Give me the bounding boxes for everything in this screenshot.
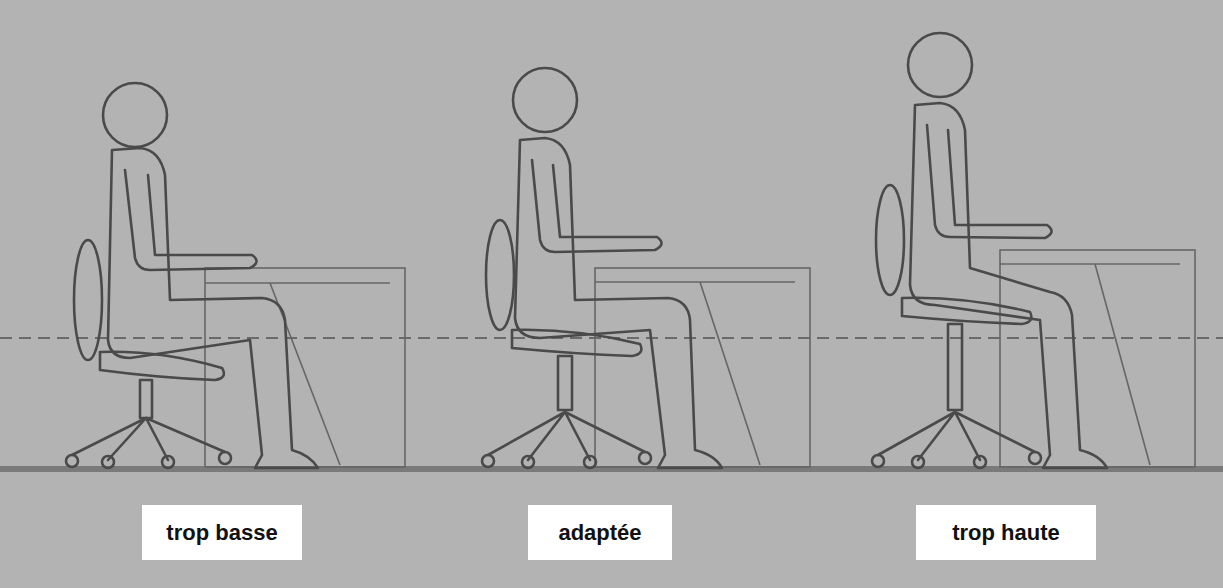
label-box: adaptée bbox=[528, 505, 672, 560]
label-box: trop basse bbox=[142, 505, 302, 560]
label-text: adaptée bbox=[558, 520, 641, 546]
chair-backrest bbox=[74, 240, 102, 360]
chair-column bbox=[140, 380, 152, 418]
chair-caster bbox=[66, 455, 78, 467]
chair-backrest bbox=[486, 220, 514, 330]
chair bbox=[872, 185, 1041, 468]
chair-column bbox=[948, 324, 962, 410]
fitted-chair-figure bbox=[482, 68, 810, 468]
chair-caster bbox=[219, 452, 231, 464]
person-body bbox=[910, 103, 1107, 468]
desk-edge bbox=[1000, 263, 1180, 265]
desk-edge bbox=[595, 281, 795, 283]
label-text: trop basse bbox=[166, 520, 277, 546]
person bbox=[908, 33, 1107, 468]
chair-base bbox=[488, 412, 645, 460]
label-box: trop haute bbox=[916, 505, 1096, 560]
chair-caster bbox=[162, 456, 174, 468]
chair-base bbox=[72, 418, 225, 460]
person-head bbox=[908, 33, 972, 97]
high-chair-figure bbox=[872, 33, 1195, 468]
desk-panel bbox=[700, 282, 760, 465]
chair-caster bbox=[482, 455, 494, 467]
chair-caster bbox=[102, 456, 114, 468]
chair-caster bbox=[974, 456, 986, 468]
person-body bbox=[515, 138, 722, 468]
chair-backrest bbox=[876, 185, 904, 295]
person-body bbox=[108, 148, 318, 468]
person-head bbox=[513, 68, 577, 132]
chair-caster bbox=[872, 455, 884, 467]
chair-caster bbox=[522, 456, 534, 468]
label-text: trop haute bbox=[952, 520, 1060, 546]
chair-caster bbox=[639, 452, 651, 464]
chair-caster bbox=[584, 456, 596, 468]
desk-panel bbox=[270, 283, 340, 465]
low-chair-figure bbox=[66, 83, 405, 468]
person-arm bbox=[532, 160, 662, 252]
desk-outline bbox=[1000, 250, 1195, 467]
desk-edge bbox=[205, 282, 390, 284]
chair bbox=[482, 220, 651, 468]
person bbox=[513, 68, 722, 468]
chair-column bbox=[558, 356, 572, 410]
person-arm bbox=[927, 125, 1052, 238]
chair-caster bbox=[1029, 452, 1041, 464]
person-head bbox=[103, 83, 167, 147]
person-arm bbox=[125, 170, 257, 270]
person bbox=[103, 83, 318, 468]
chair-seat bbox=[512, 330, 641, 356]
chair-base bbox=[878, 412, 1035, 460]
chair-caster bbox=[912, 456, 924, 468]
desk-panel bbox=[1095, 264, 1150, 465]
desk bbox=[1000, 250, 1195, 467]
